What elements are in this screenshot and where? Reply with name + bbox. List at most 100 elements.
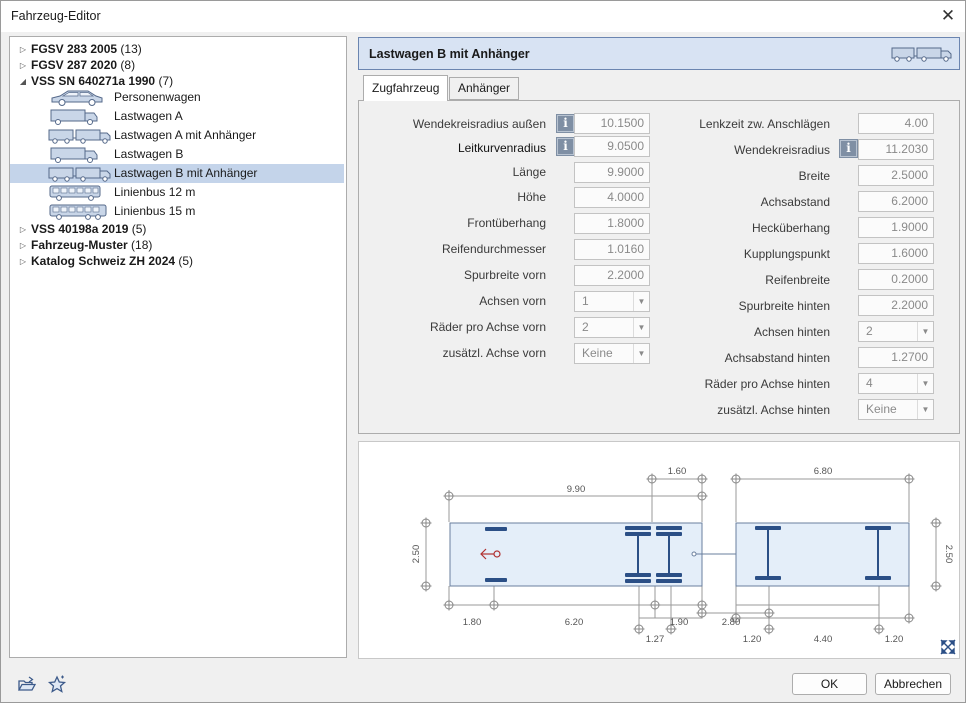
field-spurbreite-vorn[interactable]: 2.2000 bbox=[574, 265, 650, 286]
field-achsabstand[interactable]: 6.2000 bbox=[858, 191, 934, 212]
combo-zusaetzl-achse-hinten[interactable]: Keine▼ bbox=[858, 399, 934, 420]
truck-trailer-icon bbox=[891, 47, 952, 62]
combo-value: 2 bbox=[582, 320, 589, 334]
ok-button[interactable]: OK bbox=[792, 673, 867, 695]
tree-group-name: Fahrzeug-Muster bbox=[31, 238, 128, 252]
label-hoehe: Höhe bbox=[517, 190, 546, 204]
collapse-arrow-icon[interactable]: ◢ bbox=[19, 77, 27, 86]
close-icon[interactable]: ✕ bbox=[940, 6, 956, 25]
tree-group-katalog-schweiz[interactable]: ▷ Katalog Schweiz ZH 2024 (5) bbox=[10, 252, 344, 271]
field-leitkurvenradius[interactable]: 9.0500 bbox=[574, 136, 650, 157]
field-wendekreisradius-aussen[interactable]: 10.1500 bbox=[574, 113, 650, 134]
chevron-down-icon[interactable]: ▼ bbox=[633, 292, 649, 311]
tree-group-count: (5) bbox=[131, 222, 147, 236]
expand-arrow-icon[interactable]: ▷ bbox=[19, 241, 27, 250]
label-breite: Breite bbox=[798, 169, 830, 183]
field-breite[interactable]: 2.5000 bbox=[858, 165, 934, 186]
dim-rear-axle-spacing: 1.27 bbox=[646, 634, 665, 645]
cancel-button[interactable]: Abbrechen bbox=[875, 673, 951, 695]
tree-item-label: Linienbus 12 m bbox=[114, 185, 196, 199]
tree-group-count: (7) bbox=[158, 74, 174, 88]
truck-trailer-icon bbox=[48, 129, 111, 144]
tab-anhaenger[interactable]: Anhänger bbox=[449, 77, 520, 100]
expand-arrow-icon[interactable]: ▷ bbox=[19, 225, 27, 234]
tree-item-linienbus-12[interactable]: Linienbus 12 m bbox=[10, 183, 344, 202]
label-achsabstand-hinten: Achsabstand hinten bbox=[724, 351, 830, 365]
tree-group-fahrzeug-muster[interactable]: ▷ Fahrzeug-Muster (18) bbox=[10, 236, 344, 255]
tree-group-count: (5) bbox=[178, 254, 194, 268]
tab-panel-zugfahrzeug: Wendekreisradius außen i 10.1500 Leitkur… bbox=[358, 100, 960, 434]
field-lenkzeit[interactable]: 4.00 bbox=[858, 113, 934, 134]
dim-width-left: 2.50 bbox=[411, 545, 422, 564]
tree-group-name: VSS SN 640271a 1990 bbox=[31, 74, 156, 88]
combo-raeder-pro-achse-vorn[interactable]: 2▼ bbox=[574, 317, 650, 338]
combo-achsen-vorn[interactable]: 1▼ bbox=[574, 291, 650, 312]
dim-trailer-rear: 1.20 bbox=[885, 634, 904, 645]
tree-group-name: FGSV 283 2005 bbox=[31, 42, 118, 56]
tree-group-vss-40198a[interactable]: ▷ VSS 40198a 2019 (5) bbox=[10, 220, 344, 239]
label-laenge: Länge bbox=[512, 165, 546, 179]
tree-item-label: Lastwagen B bbox=[114, 147, 184, 161]
field-kupplungspunkt[interactable]: 1.6000 bbox=[858, 243, 934, 264]
chevron-down-icon[interactable]: ▼ bbox=[917, 374, 933, 393]
tree-item-lastwagen-a-mit-anhaenger[interactable]: Lastwagen A mit Anhänger bbox=[10, 126, 344, 145]
combo-value: 1 bbox=[582, 294, 589, 308]
tree-group-name: VSS 40198a 2019 bbox=[31, 222, 129, 236]
expand-arrow-icon[interactable]: ▷ bbox=[19, 257, 27, 266]
field-frontueberhang[interactable]: 1.8000 bbox=[574, 213, 650, 234]
label-wendekreisradius-aussen: Wendekreisradius außen bbox=[412, 117, 546, 131]
label-spurbreite-hinten: Spurbreite hinten bbox=[738, 299, 830, 313]
tree-group-count: (18) bbox=[131, 238, 153, 252]
chevron-down-icon[interactable]: ▼ bbox=[633, 344, 649, 363]
field-reifenbreite[interactable]: 0.2000 bbox=[858, 269, 934, 290]
tree-item-lastwagen-a[interactable]: Lastwagen A bbox=[10, 107, 344, 126]
tree-item-lastwagen-b-mit-anhaenger[interactable]: Lastwagen B mit Anhänger bbox=[10, 164, 344, 183]
tree-item-lastwagen-b[interactable]: Lastwagen B bbox=[10, 145, 344, 164]
tree-item-linienbus-15[interactable]: Linienbus 15 m bbox=[10, 202, 344, 221]
field-achsabstand-hinten[interactable]: 1.2700 bbox=[858, 347, 934, 368]
combo-zusaetzl-achse-vorn[interactable]: Keine ▼ bbox=[574, 343, 650, 364]
chevron-down-icon[interactable]: ▼ bbox=[917, 322, 933, 341]
tree-group-fgsv-287[interactable]: ▷ FGSV 287 2020 (8) bbox=[10, 56, 344, 75]
field-hoehe[interactable]: 4.0000 bbox=[574, 187, 650, 208]
expand-arrow-icon[interactable]: ▷ bbox=[19, 61, 27, 70]
vehicle-dimension-diagram: 9.90 1.60 6.80 2.50 2.50 1.80 6.20 1.27 … bbox=[358, 441, 960, 659]
tree-group-vss-640271a[interactable]: ◢ VSS SN 640271a 1990 (7) bbox=[10, 72, 344, 91]
combo-raeder-pro-achse-hinten[interactable]: 4▼ bbox=[858, 373, 934, 394]
expand-arrow-icon[interactable]: ▷ bbox=[19, 45, 27, 54]
chevron-down-icon[interactable]: ▼ bbox=[917, 400, 933, 419]
combo-value: Keine bbox=[582, 346, 613, 360]
label-frontueberhang: Frontüberhang bbox=[467, 216, 546, 230]
field-laenge[interactable]: 9.9000 bbox=[574, 162, 650, 183]
trailer-body bbox=[735, 522, 910, 587]
info-icon[interactable]: i bbox=[556, 114, 575, 133]
fit-view-icon[interactable] bbox=[940, 639, 956, 655]
combo-achsen-hinten[interactable]: 2▼ bbox=[858, 321, 934, 342]
label-heckueberhang: Hecküberhang bbox=[751, 221, 830, 235]
label-raeder-pro-achse-vorn: Räder pro Achse vorn bbox=[429, 320, 546, 334]
tree-group-fgsv-283[interactable]: ▷ FGSV 283 2005 (13) bbox=[10, 40, 344, 59]
dim-width-right: 2.50 bbox=[943, 545, 954, 564]
label-lenkzeit: Lenkzeit zw. Anschlägen bbox=[699, 117, 830, 131]
field-wendekreisradius[interactable]: 11.2030 bbox=[858, 139, 934, 160]
dim-trailer-front: 1.20 bbox=[743, 634, 762, 645]
bus-icon bbox=[49, 185, 101, 201]
chevron-down-icon[interactable]: ▼ bbox=[633, 318, 649, 337]
dimension-drawing: 9.90 1.60 6.80 2.50 2.50 1.80 6.20 1.27 … bbox=[411, 466, 956, 655]
favorite-star-icon[interactable] bbox=[47, 675, 67, 695]
info-icon[interactable]: i bbox=[556, 137, 575, 156]
label-kupplungspunkt: Kupplungspunkt bbox=[743, 247, 830, 261]
info-icon[interactable]: i bbox=[839, 139, 858, 158]
tree-item-label: Personenwagen bbox=[114, 90, 201, 104]
field-reifendurchmesser[interactable]: 1.0160 bbox=[574, 239, 650, 260]
label-zusaetzl-achse-hinten: zusätzl. Achse hinten bbox=[717, 403, 830, 417]
dim-trailer-length: 6.80 bbox=[814, 466, 833, 477]
open-folder-icon[interactable] bbox=[17, 675, 37, 695]
vehicle-tree[interactable]: ▷ FGSV 283 2005 (13) ▷ FGSV 287 2020 (8)… bbox=[9, 36, 347, 658]
label-leitkurvenradius: Leitkurvenradius bbox=[457, 141, 546, 155]
tree-item-personenwagen[interactable]: Personenwagen bbox=[10, 88, 344, 107]
field-spurbreite-hinten[interactable]: 2.2000 bbox=[858, 295, 934, 316]
field-heckueberhang[interactable]: 1.9000 bbox=[858, 217, 934, 238]
tab-zugfahrzeug[interactable]: Zugfahrzeug bbox=[363, 75, 449, 101]
combo-value: 4 bbox=[866, 376, 873, 390]
